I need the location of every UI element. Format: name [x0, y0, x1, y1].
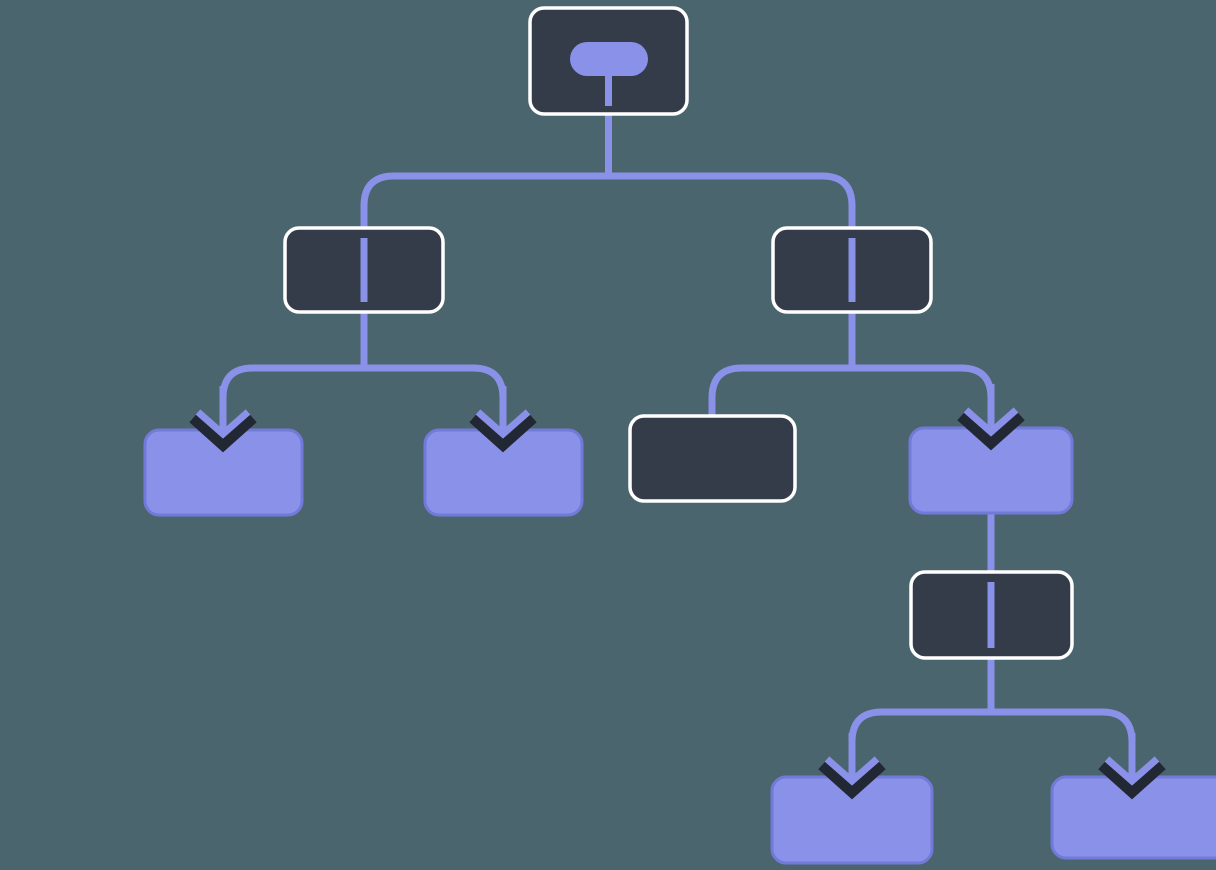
pass-through-line	[987, 582, 995, 648]
chevron-dark-shape	[818, 758, 886, 800]
connector-edges	[219, 112, 1136, 760]
node-root[interactable]	[528, 6, 689, 116]
connector-bottom-rail	[848, 708, 1136, 760]
chevron-down-arrow-icon	[818, 733, 886, 800]
connector-level1-rail	[360, 172, 856, 230]
pass-through-line	[848, 238, 856, 302]
chevron-dark-shape	[189, 411, 257, 453]
pill-glyph-icon	[570, 42, 648, 76]
node-branch-lower[interactable]	[909, 570, 1074, 660]
chevron-down-arrow-icon	[957, 384, 1025, 451]
pass-through-line	[360, 238, 368, 302]
pill-stem	[605, 72, 612, 106]
chevron-dark-shape	[469, 411, 537, 453]
arrow-head	[195, 409, 251, 439]
arrow-head	[1104, 756, 1160, 786]
chevron-dark-shape	[1098, 758, 1166, 800]
node-branch-right[interactable]	[771, 226, 933, 314]
node-plain-dark[interactable]	[628, 414, 797, 503]
connector-left-rail	[219, 364, 507, 412]
node-branch-left[interactable]	[283, 226, 445, 314]
chevron-down-arrow-icon	[189, 386, 257, 453]
connector-right-rail	[708, 364, 995, 418]
chevron-down-arrow-icon	[1098, 733, 1166, 800]
chevron-dark-shape	[957, 409, 1025, 451]
arrow-head	[475, 409, 531, 439]
arrow-head	[824, 756, 880, 786]
arrow-head	[963, 407, 1019, 437]
chevron-down-arrow-icon	[469, 386, 537, 453]
